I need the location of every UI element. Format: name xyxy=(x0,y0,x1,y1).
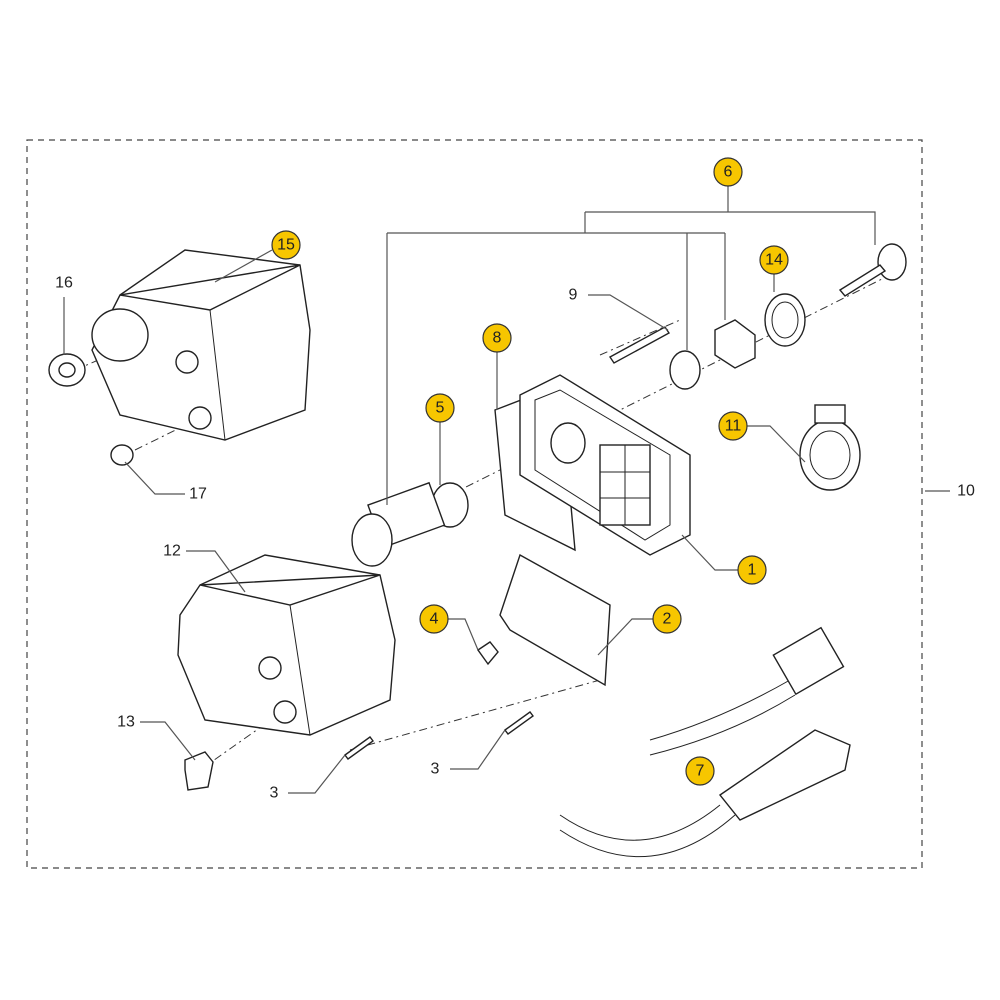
part-sealing-ring xyxy=(764,293,806,347)
callout-8[interactable]: 8 xyxy=(482,323,512,353)
callout-15[interactable]: 15 xyxy=(271,230,301,260)
part-front-cover xyxy=(177,554,396,736)
callout-14[interactable]: 14 xyxy=(759,245,789,275)
leader-lines xyxy=(63,185,950,794)
svg-text:11: 11 xyxy=(725,418,742,435)
callout-7[interactable]: 7 xyxy=(685,756,715,786)
callout-16[interactable]: 16 xyxy=(55,275,73,292)
callout-9[interactable]: 9 xyxy=(569,287,578,304)
part-bolt-9 xyxy=(608,326,671,364)
callout-4[interactable]: 4 xyxy=(419,604,449,634)
callout-3b[interactable]: 3 xyxy=(431,761,440,778)
callout-2[interactable]: 2 xyxy=(652,604,682,634)
part-key xyxy=(838,243,907,297)
svg-text:4: 4 xyxy=(430,611,439,628)
part-o-ring-17 xyxy=(110,444,134,466)
part-housing xyxy=(519,374,691,556)
svg-text:5: 5 xyxy=(436,400,445,417)
callout-13[interactable]: 13 xyxy=(117,714,135,731)
part-nut xyxy=(714,319,756,369)
part-rear-cover xyxy=(91,249,311,441)
part-screw-3b xyxy=(504,711,534,735)
part-elbow-13 xyxy=(184,751,214,791)
part-clip xyxy=(477,641,499,666)
part-screw-3a xyxy=(344,736,374,760)
svg-text:6: 6 xyxy=(724,164,733,181)
svg-text:14: 14 xyxy=(765,252,783,269)
part-mounting-plate xyxy=(499,553,611,687)
callout-5[interactable]: 5 xyxy=(425,393,455,423)
part-ignition-switch xyxy=(351,481,469,567)
svg-text:15: 15 xyxy=(277,237,295,254)
part-protective-cap xyxy=(799,404,861,491)
callout-11[interactable]: 11 xyxy=(718,411,748,441)
callout-6[interactable]: 6 xyxy=(713,157,743,187)
part-cable-harness xyxy=(559,626,851,858)
svg-text:8: 8 xyxy=(493,330,502,347)
svg-text:1: 1 xyxy=(748,562,757,579)
part-ring xyxy=(669,350,701,390)
callout-3a[interactable]: 3 xyxy=(270,785,279,802)
assembly-frame xyxy=(26,139,923,869)
svg-text:2: 2 xyxy=(663,611,672,628)
part-washer-16 xyxy=(48,353,86,387)
callout-12[interactable]: 12 xyxy=(163,543,181,560)
callout-17[interactable]: 17 xyxy=(189,486,207,503)
svg-text:7: 7 xyxy=(696,763,705,780)
callout-1[interactable]: 1 xyxy=(737,555,767,585)
callout-10[interactable]: 10 xyxy=(957,483,975,500)
